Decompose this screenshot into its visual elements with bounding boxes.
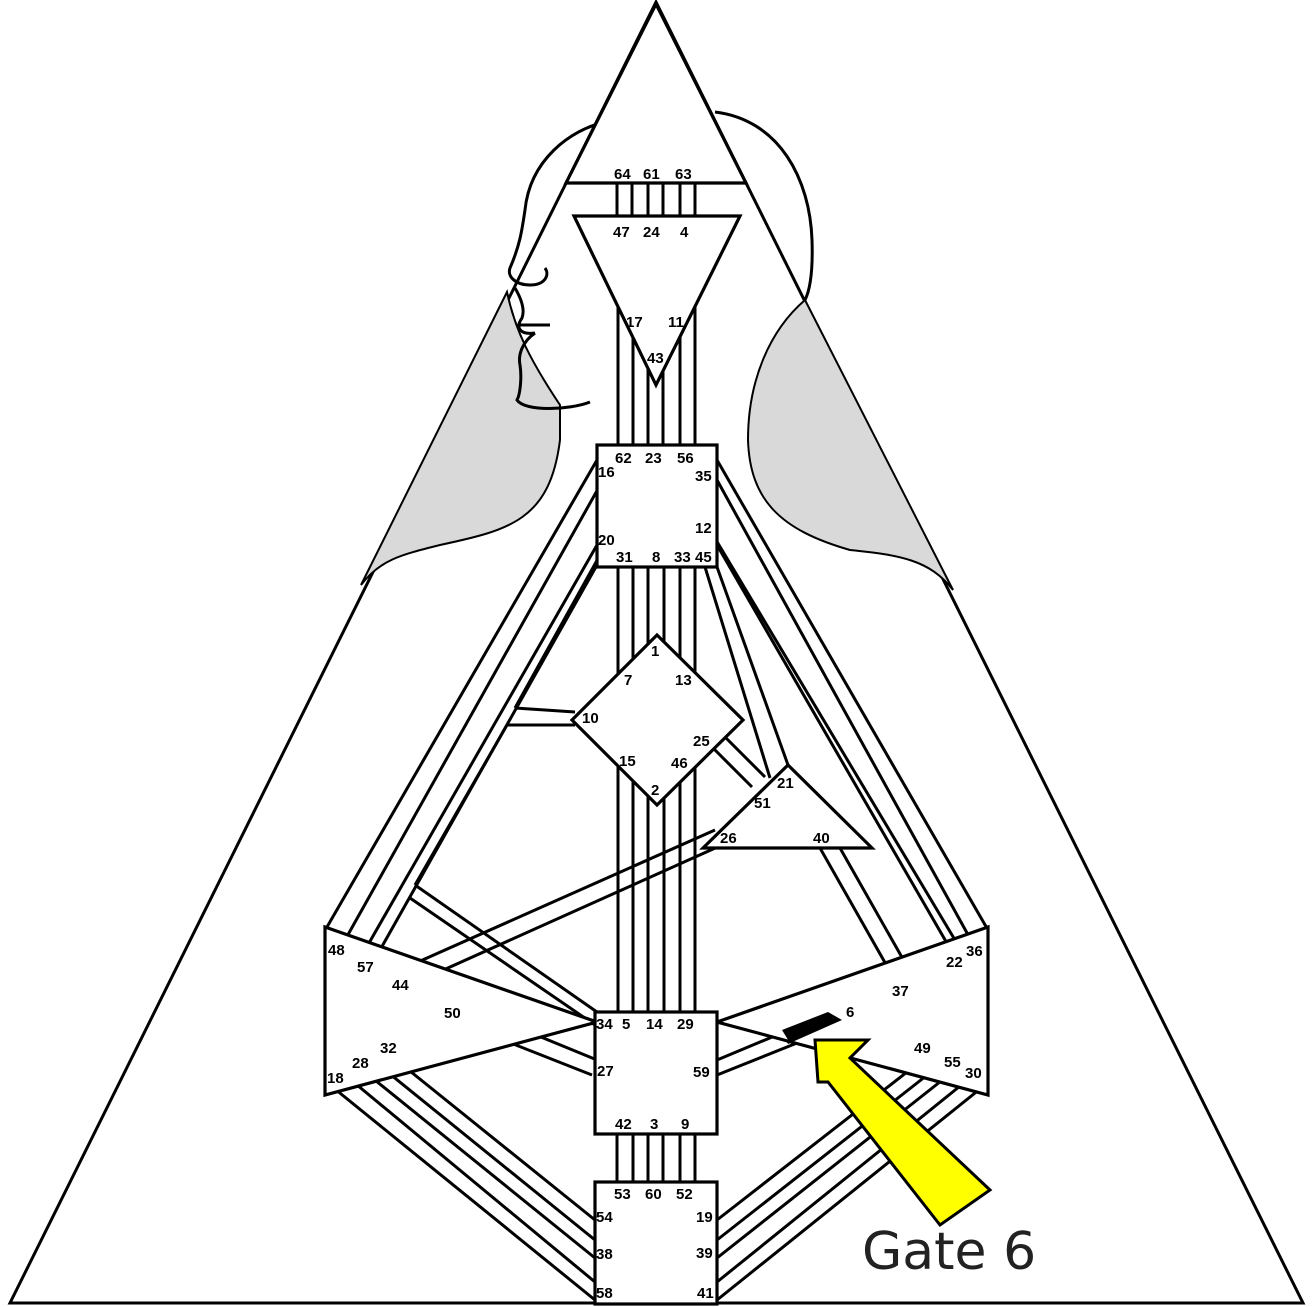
gate-46: 46 bbox=[671, 755, 688, 772]
gate-2: 2 bbox=[651, 782, 659, 799]
gate-58: 58 bbox=[596, 1285, 613, 1302]
sacral-center bbox=[593, 1010, 719, 1136]
head-outline bbox=[507, 110, 814, 410]
arrow-icon bbox=[813, 1038, 993, 1228]
gate-17: 17 bbox=[626, 314, 643, 331]
heart-center bbox=[699, 762, 876, 850]
gate-62: 62 bbox=[615, 450, 632, 467]
gate-13: 13 bbox=[675, 672, 692, 689]
gate-1: 1 bbox=[651, 643, 659, 660]
gate-53: 53 bbox=[614, 1186, 631, 1203]
gate-6: 6 bbox=[846, 1004, 854, 1021]
gate-15: 15 bbox=[619, 753, 636, 770]
gate-10: 10 bbox=[582, 710, 599, 727]
gate-18: 18 bbox=[327, 1070, 344, 1087]
gate-30: 30 bbox=[965, 1065, 982, 1082]
gate-23: 23 bbox=[645, 450, 662, 467]
gate-6-marker bbox=[782, 1012, 842, 1043]
throat-center bbox=[595, 443, 719, 569]
gate-49: 49 bbox=[914, 1040, 931, 1057]
gate-14: 14 bbox=[646, 1016, 663, 1033]
gate-37: 37 bbox=[892, 983, 909, 1000]
gate-50: 50 bbox=[444, 1005, 461, 1022]
gate-48: 48 bbox=[328, 942, 345, 959]
gate-16: 16 bbox=[598, 464, 615, 481]
gate-35: 35 bbox=[695, 468, 712, 485]
gate-54: 54 bbox=[596, 1209, 613, 1226]
gate-57: 57 bbox=[357, 959, 374, 976]
gate-8: 8 bbox=[652, 549, 660, 566]
gate-4: 4 bbox=[680, 224, 689, 241]
gate-6-annotation: Gate 6 bbox=[862, 1222, 1036, 1282]
gate-61: 61 bbox=[643, 166, 660, 183]
gate-36: 36 bbox=[966, 943, 983, 960]
gate-47: 47 bbox=[613, 224, 630, 241]
gate-21: 21 bbox=[777, 775, 794, 792]
gate-56: 56 bbox=[677, 450, 694, 467]
left-shoulder-shade bbox=[360, 288, 561, 586]
gate-34: 34 bbox=[596, 1016, 613, 1033]
gate-29: 29 bbox=[677, 1016, 694, 1033]
head-center bbox=[563, 0, 749, 185]
gate-40: 40 bbox=[813, 830, 830, 847]
gate-5: 5 bbox=[622, 1016, 630, 1033]
gate-20: 20 bbox=[598, 532, 615, 549]
gate-24: 24 bbox=[643, 224, 660, 241]
spleen-center bbox=[323, 924, 603, 1098]
root-center bbox=[593, 1180, 719, 1306]
gate-25: 25 bbox=[693, 733, 710, 750]
gate-11: 11 bbox=[668, 314, 684, 331]
gate-labels: 64 61 63 47 24 4 17 11 43 62 23 56 16 35… bbox=[327, 166, 983, 1302]
gate-41: 41 bbox=[697, 1285, 714, 1302]
gate-26: 26 bbox=[720, 830, 737, 847]
gate-38: 38 bbox=[596, 1246, 613, 1263]
gate-12: 12 bbox=[695, 520, 712, 537]
gate-32: 32 bbox=[380, 1040, 397, 1057]
ajna-center bbox=[571, 214, 743, 389]
gate-63: 63 bbox=[675, 166, 692, 183]
gate-27: 27 bbox=[597, 1063, 614, 1080]
gate-3: 3 bbox=[650, 1116, 658, 1133]
gate-51: 51 bbox=[754, 795, 771, 812]
gate-19: 19 bbox=[696, 1209, 713, 1226]
right-shoulder-shade bbox=[746, 298, 954, 591]
gate-64: 64 bbox=[614, 166, 631, 183]
gate-60: 60 bbox=[645, 1186, 662, 1203]
gate-55: 55 bbox=[944, 1054, 961, 1071]
gate-22: 22 bbox=[946, 954, 963, 971]
gate-43: 43 bbox=[647, 350, 664, 367]
gate-7: 7 bbox=[624, 672, 632, 689]
g-center bbox=[569, 632, 746, 808]
gate-44: 44 bbox=[392, 977, 409, 994]
gate-31: 31 bbox=[616, 549, 633, 566]
gate-45: 45 bbox=[695, 549, 712, 566]
gate-39: 39 bbox=[696, 1245, 713, 1262]
gate-42: 42 bbox=[615, 1116, 632, 1133]
gate-33: 33 bbox=[674, 549, 691, 566]
channels bbox=[325, 183, 990, 1302]
gate-52: 52 bbox=[676, 1186, 693, 1203]
gate-9: 9 bbox=[681, 1116, 689, 1133]
gate-28: 28 bbox=[352, 1055, 369, 1072]
gate-59: 59 bbox=[693, 1064, 710, 1081]
